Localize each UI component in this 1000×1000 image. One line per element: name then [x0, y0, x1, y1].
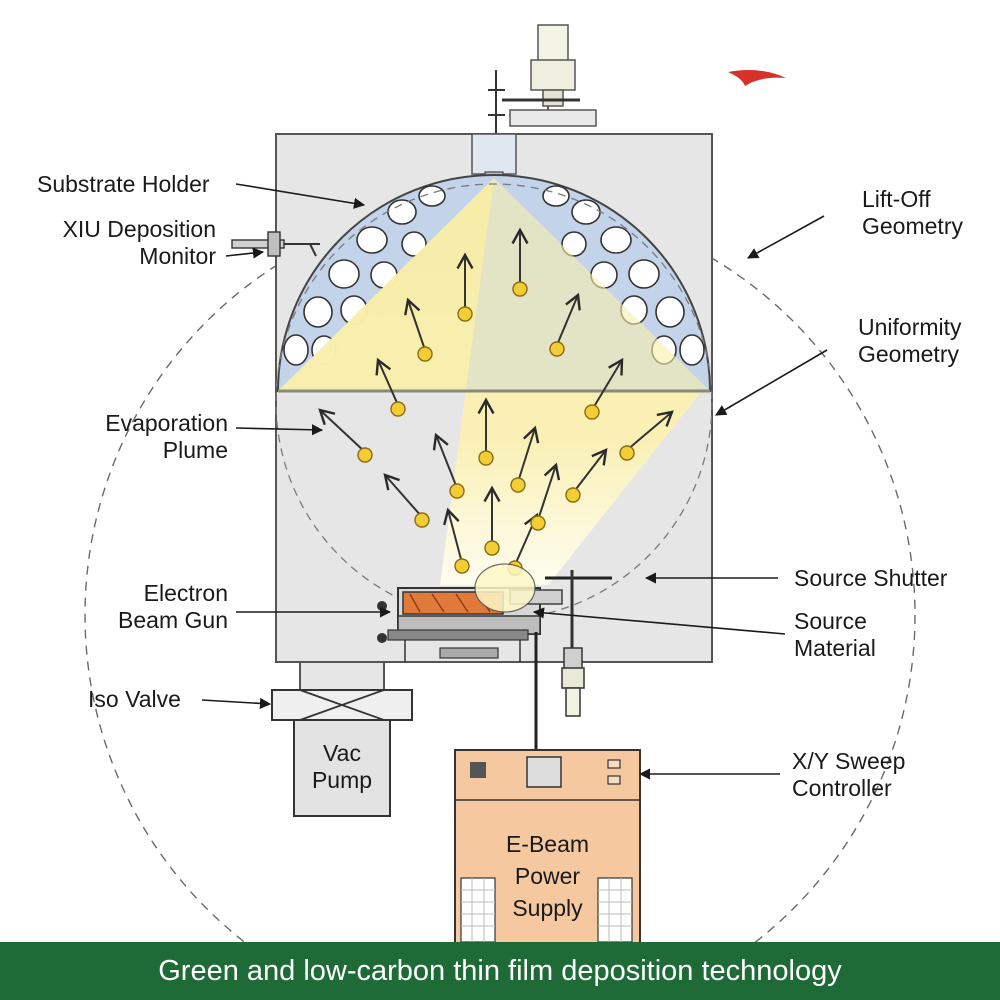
logo-mark [728, 70, 786, 86]
label-xy-sweep-controller: X/Y Sweep Controller [792, 748, 905, 802]
label-xy-sweep-controller-line2: Controller [792, 775, 892, 801]
label-xy-sweep-controller-line1: X/Y Sweep [792, 748, 906, 774]
label-source-shutter: Source Shutter [794, 565, 948, 591]
top-feedthrough [488, 24, 597, 180]
label-deposition-monitor-line1: XIU Deposition [62, 216, 216, 242]
label-deposition-monitor: XIU Deposition Monitor [30, 216, 216, 270]
label-iso-valve: Iso Valve [88, 686, 181, 712]
label-lift-off-geometry: Lift-Off Geometry [862, 186, 963, 240]
power-supply [454, 749, 641, 951]
electron-beam-gun [377, 563, 563, 662]
label-vac-pump: Vac Pump [294, 740, 390, 794]
label-uniformity-geometry: Uniformity Geometry [858, 314, 962, 368]
label-deposition-monitor-line2: Monitor [139, 243, 216, 269]
source-shutter [545, 570, 612, 717]
label-substrate-holder: Substrate Holder [37, 171, 210, 197]
label-power-supply-line2: Power [514, 863, 581, 889]
iso-valve [271, 689, 413, 721]
label-vac-pump-line1: Vac [323, 740, 361, 766]
label-power-supply-line1: E-Beam [505, 831, 590, 857]
footer-banner: Green and low-carbon thin film depositio… [0, 942, 1000, 1000]
particles [357, 281, 635, 576]
label-electron-beam-gun-line1: Electron [143, 580, 228, 606]
label-uniformity-geometry-line1: Uniformity [858, 314, 962, 340]
label-evaporation-plume-line2: Plume [162, 437, 228, 463]
label-power-supply-line3: Supply [512, 895, 583, 921]
label-evaporation-plume-line1: Evaporation [105, 410, 228, 436]
label-electron-beam-gun-line2: Beam Gun [118, 607, 228, 633]
label-lift-off-geometry-line2: Geometry [862, 213, 963, 239]
label-lift-off-geometry-line1: Lift-Off [862, 186, 931, 212]
evaporation-plume [278, 178, 702, 585]
label-uniformity-geometry-line2: Geometry [858, 341, 959, 367]
particle-arrows [318, 227, 674, 566]
label-electron-beam-gun: Electron Beam Gun [70, 580, 228, 634]
vac-pump [293, 719, 391, 817]
label-power-supply: E-Beam Power Supply [455, 828, 640, 924]
label-vac-pump-line2: Pump [311, 767, 373, 793]
leader-arrows [201, 183, 828, 780]
label-source-material-line1: Source [794, 608, 867, 634]
label-evaporation-plume: Evaporation Plume [60, 410, 228, 464]
label-source-material: Source Material [794, 608, 876, 662]
label-source-material-line2: Material [794, 635, 876, 661]
